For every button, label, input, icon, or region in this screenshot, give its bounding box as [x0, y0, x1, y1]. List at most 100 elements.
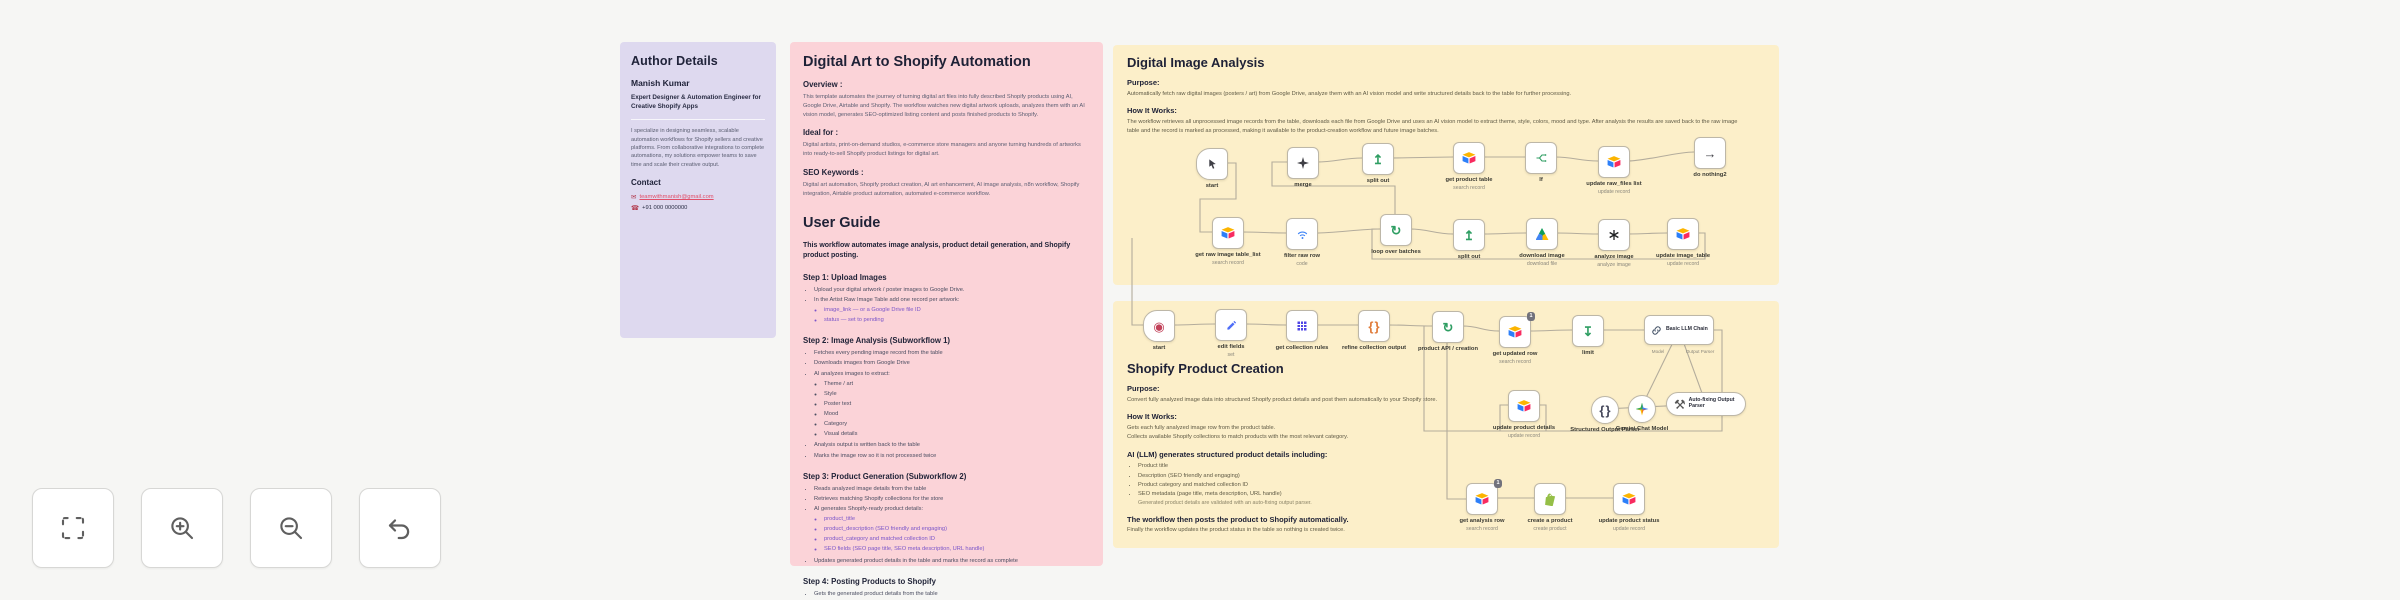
node-limit[interactable]: ↧limit — [1572, 315, 1604, 356]
post-note: Finally the workflow updates the product… — [1127, 526, 1345, 533]
analysis-purpose-label: Purpose: — [1127, 78, 1160, 87]
node-label: update image_table — [1655, 253, 1711, 259]
fit-view-button[interactable] — [32, 488, 114, 568]
zoom-out-icon — [280, 517, 303, 540]
node-label: product API / creation — [1417, 346, 1478, 352]
step-subitem: Poster text — [824, 400, 1090, 409]
step-subitem: Category — [824, 420, 1090, 429]
node-sublabel: search record — [1499, 359, 1531, 365]
ideal-for-label: Ideal for : — [803, 128, 839, 138]
analysis-how-text: The workflow retrieves all unprocessed i… — [1127, 118, 1738, 134]
analysis-title: Digital Image Analysis — [1127, 55, 1265, 70]
node-structured-parser[interactable]: { }Structured Output Parser — [1570, 396, 1640, 433]
list-item: SEO metadata (page title, meta descripti… — [1138, 490, 1558, 499]
node-label: update raw_files list — [1586, 181, 1642, 187]
node-label: Structured Output Parser — [1570, 427, 1640, 433]
author-details-note[interactable]: Author Details Manish Kumar Expert Desig… — [620, 42, 776, 338]
node-gemini-model[interactable]: Gemini Chat Model — [1616, 395, 1668, 432]
step-item: Updates generated product details in the… — [814, 557, 1090, 566]
step-item: In the Artist Raw Image Table add one re… — [814, 296, 1090, 325]
zoom-out-button[interactable] — [250, 488, 332, 568]
node-start2[interactable]: ◉start — [1143, 310, 1175, 351]
user-guide-steps: Step 1: Upload ImagesUpload your digital… — [803, 273, 1090, 600]
node-split2[interactable]: ↥split out — [1453, 219, 1485, 260]
email-link[interactable]: teamwithmanish@gmail.com — [639, 194, 714, 201]
analysis-how-label: How It Works: — [1127, 105, 1177, 115]
contact-title: Contact — [631, 178, 661, 188]
node-label: get raw image table_list — [1195, 252, 1261, 258]
canvas-toolbar — [32, 488, 441, 568]
seo-keywords-text: Digital art automation, Shopify product … — [803, 182, 1080, 197]
list-item: Product title — [1138, 462, 1558, 471]
node-split1[interactable]: ↥split out — [1362, 143, 1394, 184]
node-merge[interactable]: merge — [1287, 147, 1319, 188]
node-sublabel: analyze image — [1597, 262, 1631, 268]
undo-icon — [388, 519, 410, 540]
node-sublabel: update record — [1612, 526, 1645, 532]
user-guide-note[interactable]: Digital Art to Shopify Automation Overvi… — [790, 42, 1103, 597]
zoom-in-button[interactable] — [141, 488, 223, 568]
node-loop2[interactable]: ↻product API / creation — [1418, 311, 1478, 352]
step-subitem: image_link — or a Google Drive file ID — [824, 306, 1090, 315]
step-list: Gets the generated product details from … — [803, 590, 1090, 600]
step-list: Reads analyzed image details from the ta… — [803, 485, 1090, 566]
analysis-purpose-text: Automatically fetch raw digital images (… — [1127, 91, 1572, 97]
items-count-badge: 1 — [1526, 312, 1535, 321]
step-subitem: Mood — [824, 410, 1090, 419]
creation-purpose-label: Purpose: — [1127, 384, 1160, 393]
node-label: limit — [1582, 350, 1594, 356]
node-inner-label: Basic LLM Chain — [1666, 326, 1708, 333]
ideal-for-text: Digital artists, print-on-demand studios… — [803, 142, 1081, 158]
node-label: edit fields — [1217, 344, 1245, 350]
node-refine-output[interactable]: { }refine collection output — [1342, 310, 1406, 351]
node-get-collection-rules[interactable]: get collection rules — [1276, 310, 1328, 351]
node-label: If — [1539, 177, 1543, 183]
phone-number: +91 000 0000000 — [642, 205, 688, 212]
node-start1[interactable]: start — [1196, 148, 1228, 189]
node-loop1[interactable]: ↻loop over batches — [1371, 214, 1421, 255]
creation-title: Shopify Product Creation — [1127, 361, 1284, 376]
node-analyze-image[interactable]: analyze image analyze image — [1594, 219, 1634, 268]
overview-text: This template automates the journey of t… — [803, 94, 1085, 118]
node-label: refine collection output — [1341, 345, 1407, 351]
step-subitem: Style — [824, 390, 1090, 399]
step-subitem: product_title — [824, 515, 1090, 524]
list-item: Description (SEO friendly and engaging) — [1138, 472, 1558, 481]
node-autofix-parser[interactable]: ⚒Auto-fixing Output Parser — [1666, 392, 1746, 416]
creation-how-line2: Collects available Shopify collections t… — [1127, 433, 1349, 440]
node-sublabel: search record — [1212, 260, 1244, 266]
step-item: AI analyzes images to extract:Theme / ar… — [814, 370, 1090, 440]
reset-zoom-button[interactable] — [359, 488, 441, 568]
zoom-in-icon — [171, 517, 194, 540]
author-title: Author Details — [631, 54, 718, 68]
step-subitem: status — set to pending — [824, 316, 1090, 325]
fit-view-icon — [61, 516, 85, 540]
node-llm-chain[interactable]: Basic LLM Chain — [1644, 315, 1714, 345]
node-if[interactable]: If — [1525, 142, 1557, 183]
node-sublabel: update record — [1507, 433, 1540, 439]
node-sublabel: download file — [1526, 261, 1558, 267]
node-label: merge — [1294, 182, 1312, 188]
node-label: get product table — [1445, 177, 1493, 183]
list-item: Product category and matched collection … — [1138, 481, 1558, 490]
node-label: analyze image — [1594, 254, 1634, 260]
step-item: Reads analyzed image details from the ta… — [814, 485, 1090, 494]
node-label: filter raw row — [1283, 253, 1321, 259]
step-title: Step 3: Product Generation (Subworkflow … — [803, 471, 967, 481]
node-noop[interactable]: →do nothing2 — [1693, 137, 1727, 178]
node-label: loop over batches — [1371, 249, 1421, 255]
user-guide-title: User Guide — [803, 214, 881, 231]
